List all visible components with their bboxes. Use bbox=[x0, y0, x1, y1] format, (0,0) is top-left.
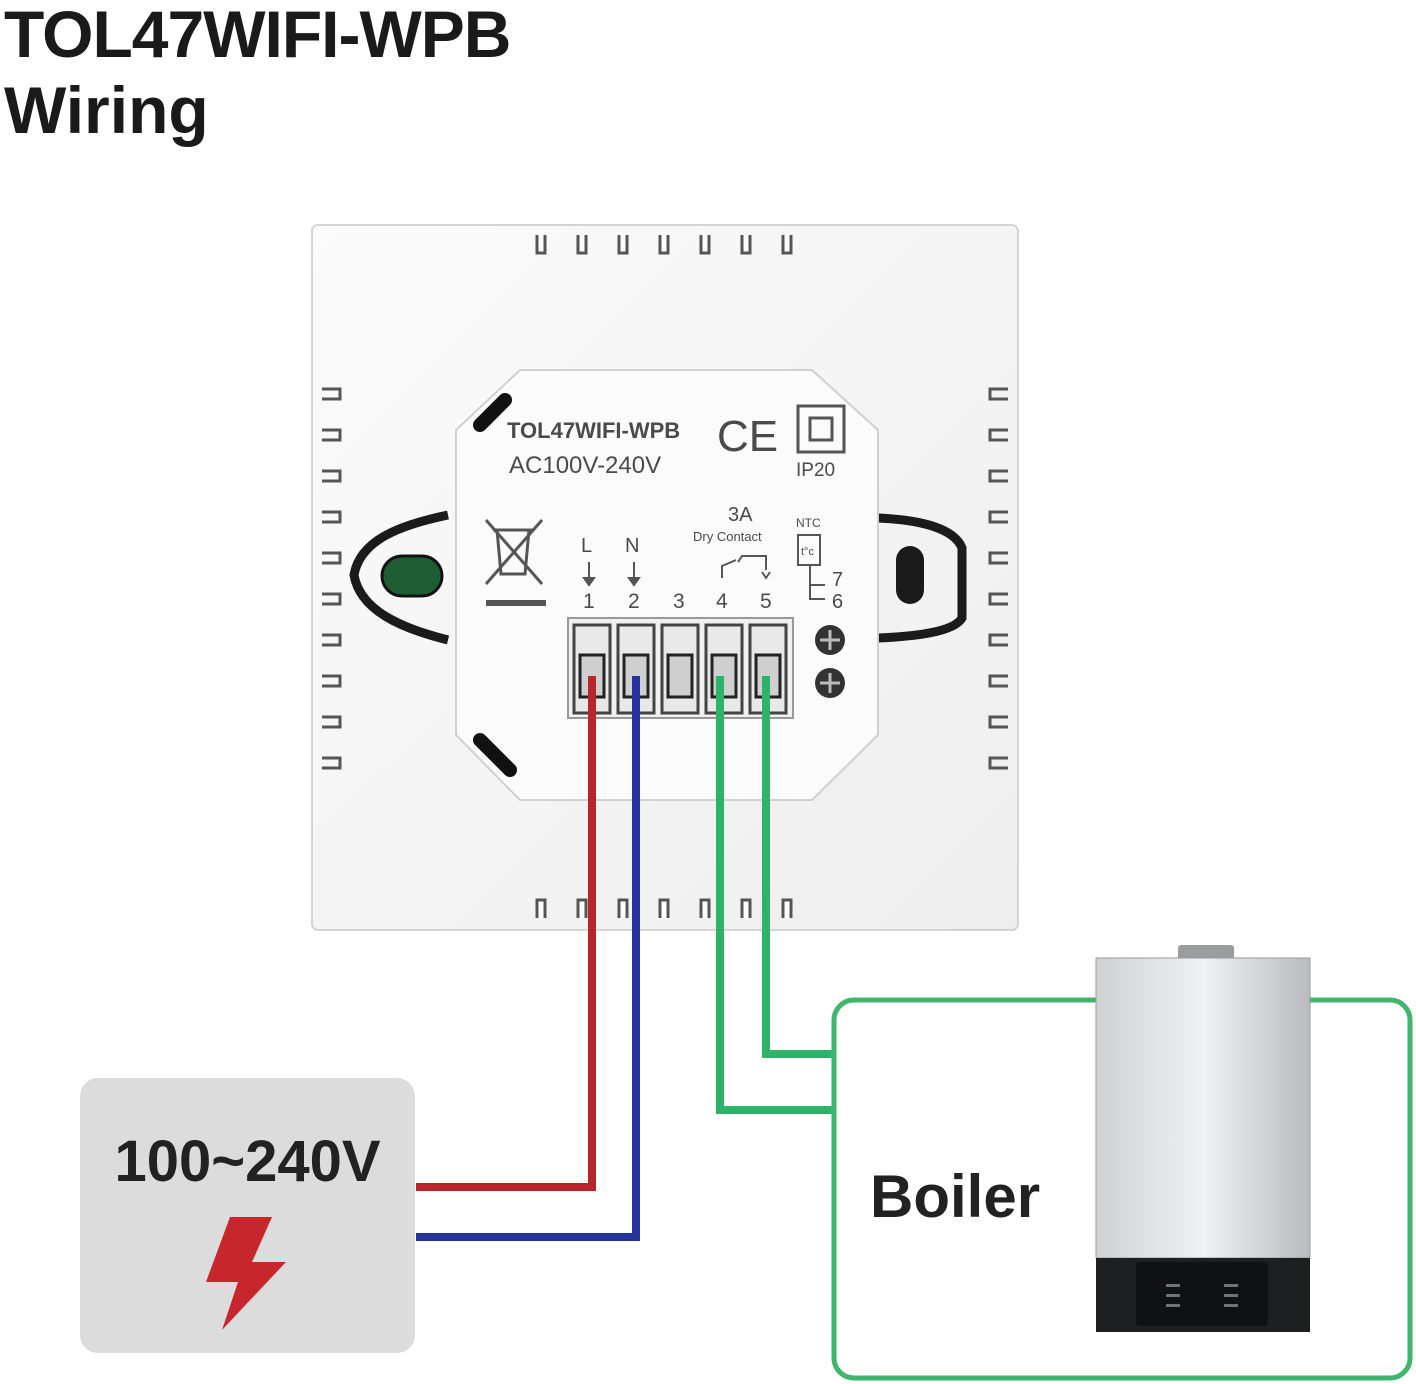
terminal-label-7: 7 bbox=[832, 569, 843, 591]
ntc-symbol: t°c bbox=[801, 546, 814, 558]
model-label: TOL47WIFI-WPB bbox=[507, 418, 680, 443]
class-ii-double-insulation-icon bbox=[796, 404, 846, 454]
screw-icon bbox=[815, 625, 845, 698]
terminal-number-2: 2 bbox=[628, 590, 640, 613]
terminal-number-4: 4 bbox=[716, 590, 728, 613]
terminal-label-6: 6 bbox=[832, 591, 843, 613]
terminal-label-N: N bbox=[625, 535, 639, 557]
recycle-bin-crossed-icon bbox=[484, 519, 546, 606]
power-supply-box bbox=[80, 1078, 415, 1353]
neutral-wire bbox=[416, 676, 640, 1241]
boiler-label: Boiler bbox=[870, 1163, 1041, 1230]
relay-contact-symbol bbox=[721, 555, 771, 580]
relay-rating: 3A bbox=[728, 504, 753, 526]
terminal-number-1: 1 bbox=[583, 590, 595, 613]
ip-rating: IP20 bbox=[796, 460, 835, 481]
left-vent-slots bbox=[322, 387, 342, 770]
diagram-title: TOL47WIFI-WPB bbox=[4, 0, 511, 71]
top-vent-slots bbox=[535, 235, 793, 255]
supply-voltage-label: 100~240V bbox=[114, 1129, 381, 1194]
terminal-number-3: 3 bbox=[673, 590, 685, 613]
terminal-label-L: L bbox=[581, 535, 592, 557]
terminal-number-5: 5 bbox=[760, 590, 772, 613]
ntc-lead-lines bbox=[809, 565, 825, 600]
relay-type: Dry Contact bbox=[693, 529, 762, 544]
live-wire bbox=[416, 676, 596, 1191]
diagram-subtitle: Wiring bbox=[4, 73, 209, 147]
left-mounting-clip bbox=[349, 510, 450, 645]
terminal-arrows bbox=[582, 562, 641, 587]
ntc-label: NTC bbox=[796, 516, 821, 530]
bottom-vent-slots bbox=[535, 898, 793, 918]
boiler-image bbox=[1095, 945, 1311, 1332]
right-mounting-clip bbox=[877, 513, 967, 643]
lightning-bolt-icon bbox=[206, 1217, 286, 1330]
relay-wire-4 bbox=[716, 676, 836, 1114]
relay-wire-5 bbox=[762, 676, 836, 1058]
ce-mark: CE bbox=[717, 412, 778, 461]
right-vent-slots bbox=[988, 387, 1008, 770]
terminal-block bbox=[567, 617, 794, 719]
voltage-label: AC100V-240V bbox=[509, 452, 661, 479]
